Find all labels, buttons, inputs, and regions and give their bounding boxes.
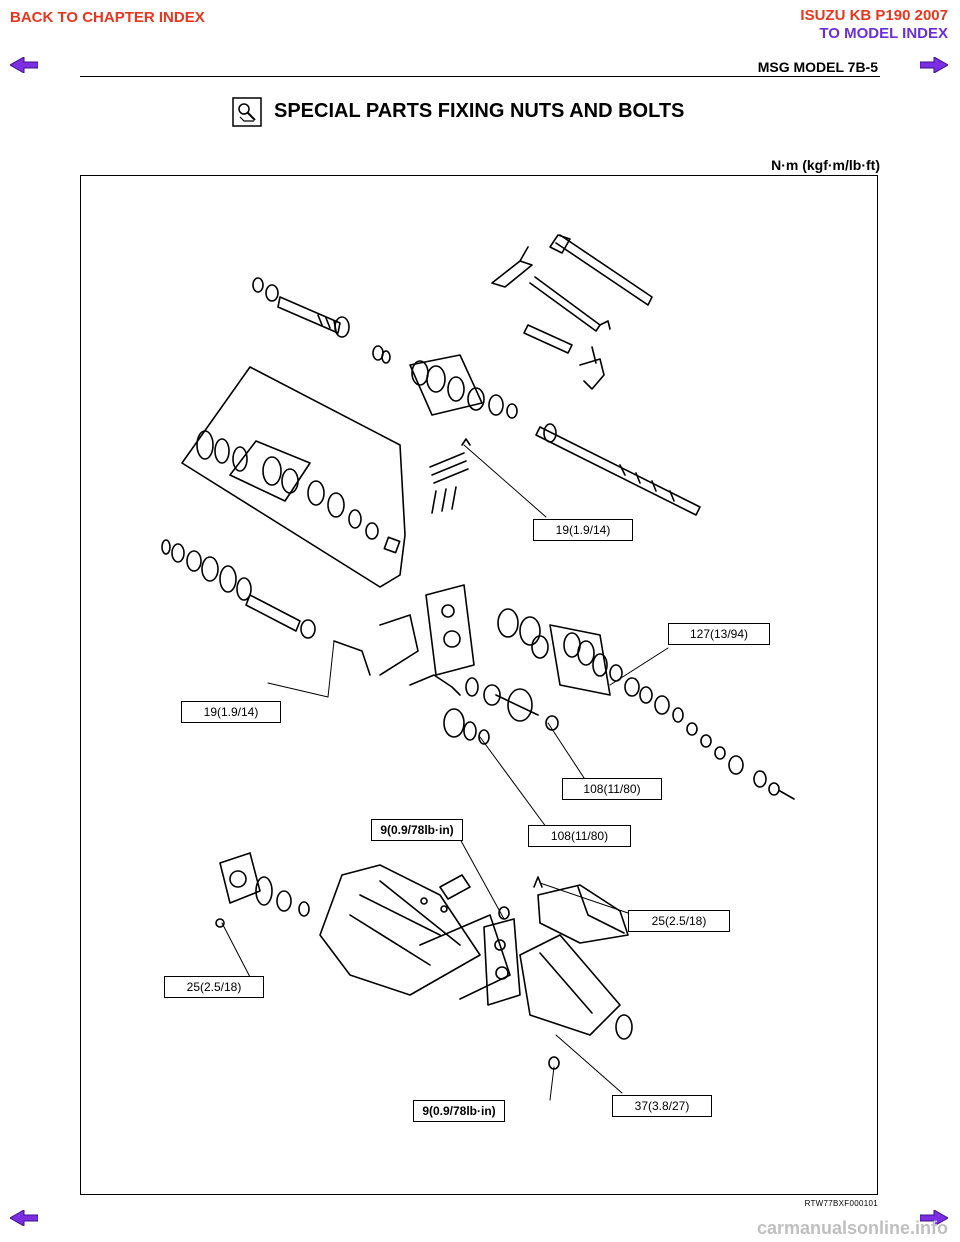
back-to-chapter-index-link[interactable]: BACK TO CHAPTER INDEX — [10, 9, 205, 26]
transmission-case — [319, 864, 511, 1000]
previous-page-arrow-icon[interactable] — [10, 57, 38, 73]
page-reference: MSG MODEL 7B-5 — [757, 59, 878, 75]
next-page-arrow-icon[interactable] — [920, 57, 948, 73]
front-cover — [215, 852, 310, 928]
leader-lines — [221, 444, 669, 1101]
torque-unit-label: N·m (kgf·m/lb·ft) — [771, 157, 880, 173]
adapter-plate — [483, 906, 521, 1006]
model-title: ISUZU KB P190 2007 — [800, 7, 948, 24]
interlock-bolts — [429, 438, 471, 514]
torque-callout-output-nut: 127(13/94) — [668, 623, 770, 645]
reverse-idler-shaft — [161, 539, 316, 639]
shift-tower — [533, 876, 629, 944]
transmission-exploded-diagram — [161, 234, 795, 1101]
diagram-frame — [80, 175, 878, 1195]
torque-callout-shift-tower-bolt: 25(2.5/18) — [628, 910, 730, 932]
extension-housing — [519, 934, 633, 1070]
intermediate-plate — [333, 584, 475, 696]
output-bearing-series — [624, 677, 795, 800]
torque-callout-detent-plug-lower: 9(0.9/78lb·in) — [413, 1100, 505, 1122]
to-model-index-label: TO MODEL INDEX — [819, 25, 948, 42]
section-heading: SPECIAL PARTS FIXING NUTS AND BOLTS — [228, 97, 738, 131]
model-index-link[interactable]: ISUZU KB P190 2007 TO MODEL INDEX — [800, 7, 948, 43]
section-title: SPECIAL PARTS FIXING NUTS AND BOLTS — [274, 100, 685, 122]
countershaft-gear-box — [181, 366, 406, 588]
header-divider — [80, 76, 880, 77]
torque-callout-extension-housing-bolt: 37(3.8/27) — [612, 1095, 712, 1117]
torque-callout-mainshaft-nut: 108(11/80) — [528, 825, 631, 847]
torque-callout-countershaft-nut: 108(11/80) — [562, 778, 662, 800]
lower-idler-gear-group — [443, 677, 559, 745]
shift-forks-and-rails — [491, 234, 653, 390]
center-gear-cluster — [497, 608, 623, 696]
previous-page-arrow-bottom-icon[interactable] — [10, 1210, 38, 1226]
main-shaft — [535, 423, 701, 516]
torque-callout-interlock-bolt: 19(1.9/14) — [533, 519, 633, 541]
torque-callout-detent-plug-upper: 9(0.9/78lb·in) — [371, 819, 463, 841]
watermark: carmanualsonline.info — [756, 1218, 948, 1238]
main-shaft-gear-group — [409, 354, 518, 419]
torque-callout-reverse-idler-bolt: 19(1.9/14) — [181, 701, 281, 723]
input-shaft — [252, 277, 391, 364]
torque-callout-front-cover-bolt: 25(2.5/18) — [164, 976, 264, 998]
figure-code: RTW77BXF000101 — [804, 1199, 878, 1208]
wrench-magnifier-icon — [232, 97, 262, 127]
next-page-arrow-bottom-icon[interactable] — [920, 1210, 948, 1226]
